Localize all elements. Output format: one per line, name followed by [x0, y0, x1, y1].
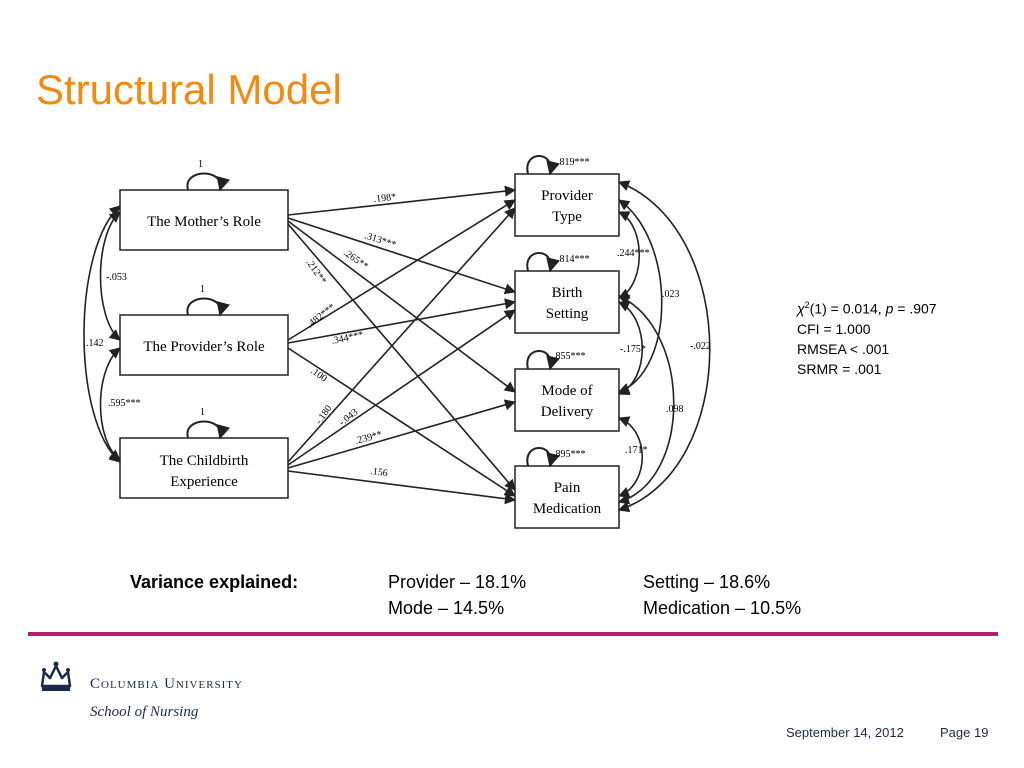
box-pain-medication: Pain Medication: [514, 465, 620, 529]
path-mother-mode-delivery: [287, 220, 516, 393]
p-value: = .907: [893, 300, 937, 317]
residual-label-provider-type: .819***: [557, 157, 590, 168]
box-childbirth-experience: The Childbirth Experience: [119, 437, 289, 499]
cov-label-birth-setting-pain-med: .098: [666, 404, 684, 415]
residual-loop-provider-type: [526, 155, 560, 176]
path-provider-role-provider-type: [287, 199, 516, 341]
p-symbol: p: [885, 300, 894, 317]
residual-label-birth-setting: .814***: [557, 254, 590, 265]
variance-label-childbirth: 1: [200, 407, 205, 418]
cov-provider-role-childbirth: [99, 347, 121, 461]
cov-label-provider-type-birth-setting: .244***: [617, 248, 650, 259]
cov-mode-delivery-pain-med: [617, 416, 643, 498]
variance-heading: Variance explained:: [130, 572, 299, 592]
path-provider-role-pain-med: [287, 347, 516, 497]
rmsea-line: RMSEA < .001: [797, 340, 890, 357]
path-mother-provider-type: [287, 185, 517, 216]
residual-loop-mode-delivery: [526, 350, 560, 371]
box-birth-setting: Birth Setting: [514, 270, 620, 334]
coef-mother-pain-med: .212**: [304, 257, 329, 286]
svg-text:Experience: Experience: [170, 474, 238, 490]
svg-text:Setting: Setting: [546, 306, 589, 322]
variance-provider: Provider – 18.1%: [388, 572, 527, 592]
coef-mother-mode-delivery: .265**: [341, 247, 370, 272]
divider-rule: [28, 632, 998, 636]
cov-mother-childbirth: [83, 205, 121, 463]
svg-text:The Mother’s Role: The Mother’s Role: [147, 214, 261, 230]
crown-logo-icon: [40, 661, 72, 691]
university-name: Columbia University: [90, 676, 243, 692]
cov-label-birth-setting-mode-delivery: -.175*: [620, 344, 646, 355]
footer-page: Page 19: [940, 725, 989, 740]
variance-setting: Setting – 18.6%: [643, 572, 771, 592]
path-childbirth-mode-delivery: [287, 399, 517, 469]
cov-provider-type-pain-med: [617, 180, 711, 513]
box-mode-of-delivery: Mode of Delivery: [514, 368, 620, 432]
path-childbirth-provider-type: [287, 207, 516, 463]
path-mother-pain-med: [287, 223, 516, 491]
variance-loop-mother: [186, 172, 231, 192]
svg-text:Birth: Birth: [552, 285, 583, 301]
footer-date: September 14, 2012: [786, 725, 904, 740]
variance-loop-childbirth: [186, 420, 231, 440]
cov-birth-setting-pain-med: [617, 295, 675, 505]
cov-label-mother-childbirth: .142: [86, 338, 104, 349]
svg-text:The Childbirth: The Childbirth: [160, 453, 249, 469]
svg-text:Pain: Pain: [554, 480, 581, 496]
school-name: School of Nursing: [90, 704, 199, 720]
svg-text:Delivery: Delivery: [541, 404, 594, 420]
residual-loop-birth-setting: [526, 252, 560, 273]
path-provider-role-birth-setting: [287, 298, 517, 344]
cov-label-mode-delivery-pain-med: .171*: [625, 445, 648, 456]
svg-text:The Provider’s Role: The Provider’s Role: [143, 339, 265, 355]
coef-mother-provider-type: .198*: [373, 192, 397, 205]
residual-label-pain-med: .895***: [553, 449, 586, 460]
svg-text:Medication: Medication: [533, 501, 602, 517]
slide-title: Structural Model: [36, 66, 342, 113]
chi-symbol: χ: [797, 300, 805, 317]
path-childbirth-pain-med: [287, 470, 517, 505]
coef-provider-role-provider-type: .482***: [305, 302, 337, 331]
chi-square-line: χ2(1) = 0.014, p = .907: [797, 295, 937, 319]
residual-label-mode-delivery: .855***: [553, 351, 586, 362]
variance-label-provider-role: 1: [200, 284, 205, 295]
cov-label-provider-type-pain-med: -.022: [690, 341, 711, 352]
path-childbirth-birth-setting: [287, 309, 516, 466]
fit-statistics: χ2(1) = 0.014, p = .907 CFI = 1.000 RMSE…: [797, 295, 937, 379]
residual-loop-pain-med: [526, 447, 560, 468]
chi-value: (1) = 0.014,: [809, 300, 886, 317]
variance-loop-provider-role: [186, 297, 231, 317]
coef-provider-role-pain-med: .100: [308, 365, 329, 384]
coef-childbirth-pain-med: .156: [370, 466, 389, 479]
svg-text:Type: Type: [552, 209, 582, 225]
cov-provider-type-mode-delivery: [617, 199, 663, 394]
srmr-line: SRMR = .001: [797, 360, 882, 377]
coef-childbirth-birth-setting: -.043: [337, 407, 360, 429]
coef-provider-role-birth-setting: .344***: [330, 329, 364, 347]
cfi-line: CFI = 1.000: [797, 320, 871, 337]
cov-label-mother-provider-role: -.053: [106, 272, 127, 283]
svg-text:Provider: Provider: [541, 188, 593, 204]
cov-label-provider-type-mode-delivery: .023: [662, 289, 680, 300]
box-mothers-role: The Mother’s Role: [119, 189, 289, 251]
path-mother-birth-setting: [287, 217, 517, 295]
coef-childbirth-provider-type: -.180: [313, 403, 334, 426]
svg-text:Mode of: Mode of: [541, 383, 592, 399]
chi-superscript: 2: [804, 300, 810, 310]
variance-label-mother: 1: [198, 159, 203, 170]
variance-medication: Medication – 10.5%: [643, 598, 802, 618]
box-providers-role: The Provider’s Role: [119, 314, 289, 376]
cov-label-provider-role-childbirth: .595***: [108, 398, 141, 409]
variance-mode: Mode – 14.5%: [388, 598, 505, 618]
box-provider-type: Provider Type: [514, 173, 620, 237]
